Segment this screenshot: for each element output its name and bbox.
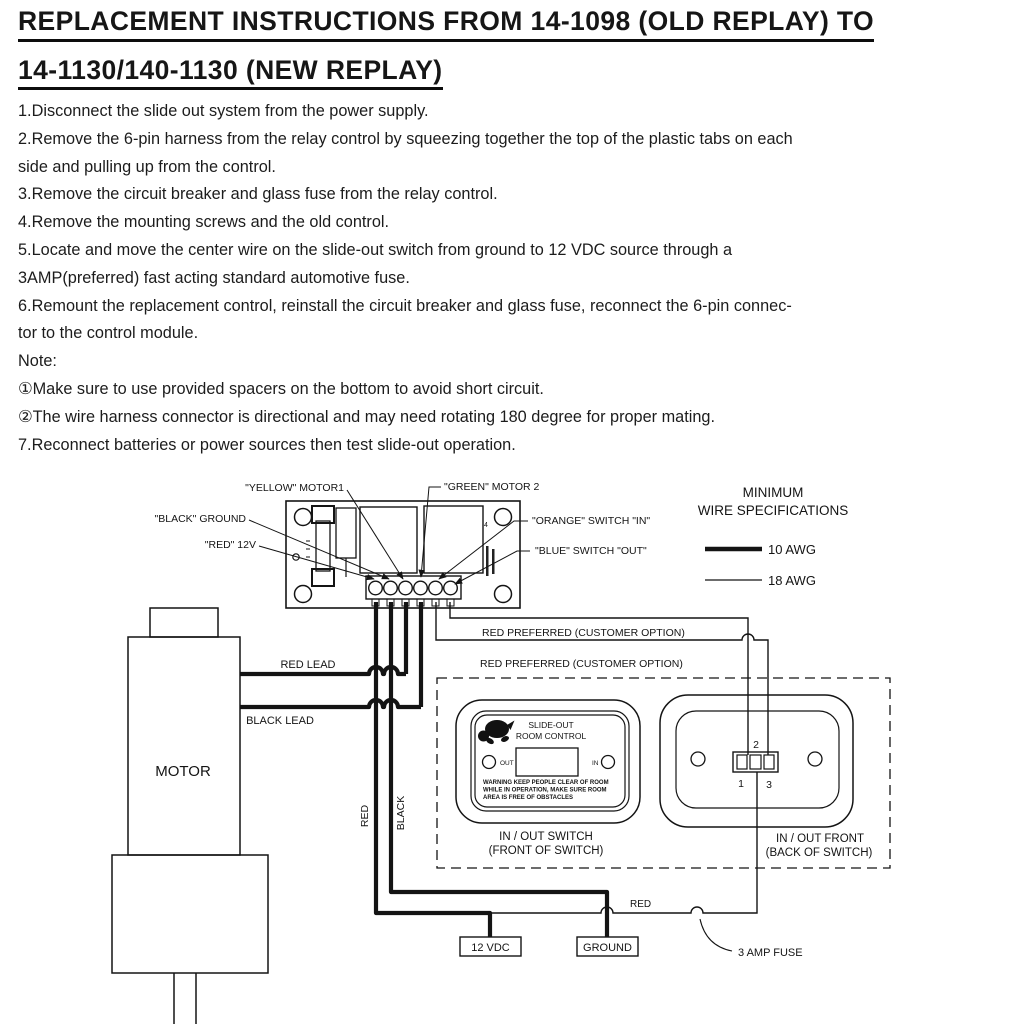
back-switch-plate: 2 1 3 IN / OUT FRONT (BACK OF SWITCH) — [659, 694, 873, 859]
screw-hole — [481, 754, 497, 770]
document-title: REPLACEMENT INSTRUCTIONS FROM 14-1098 (O… — [18, 8, 1008, 90]
black-wire — [388, 602, 610, 937]
instruction-list: 1.Disconnect the slide out system from t… — [18, 98, 1008, 459]
switch-terminal-block — [732, 751, 779, 773]
circuit-breaker — [335, 507, 357, 559]
warning-line: WARNING KEEP PEOPLE CLEAR OF ROOM — [483, 780, 609, 786]
warning-line: AREA IS FREE OF OBSTACLES — [483, 795, 573, 801]
front-switch-caption-1: IN / OUT SWITCH — [499, 831, 593, 843]
screw-hole — [690, 751, 706, 767]
relay-1 — [359, 506, 418, 574]
fuse-label: 3 AMP FUSE — [738, 947, 803, 959]
front-switch-caption-2: (FRONT OF SWITCH) — [489, 845, 604, 857]
label-10awg: 10 AWG — [768, 542, 816, 557]
red-preferred-label-2: RED PREFERRED (CUSTOMER OPTION) — [480, 658, 683, 670]
instruction-step: 3AMP(preferred) fast acting standard aut… — [18, 268, 410, 287]
instruction-step: 5.Locate and move the center wire on the… — [18, 240, 733, 259]
terminal-strip — [365, 575, 462, 607]
power-wires-10awg — [240, 602, 610, 937]
label-red-12v: "RED" 12V — [205, 539, 256, 551]
room-control-label: ROOM CONTROL — [516, 731, 587, 741]
red-wire — [373, 602, 493, 937]
label-18awg: 18 AWG — [768, 573, 816, 588]
mounting-hole — [493, 584, 513, 604]
switch-in-wire — [435, 602, 769, 755]
terminal-3-label: 3 — [766, 779, 772, 791]
board-mark: 4 — [484, 522, 488, 529]
red-wire-tag: RED — [630, 899, 651, 910]
relay-terminal-labels: "YELLOW" MOTOR1 "GREEN" MOTOR 2 "BLACK" … — [155, 481, 650, 585]
wire-spec-title-1: MINIMUM — [743, 485, 804, 500]
terminal-2-label: 2 — [753, 739, 759, 751]
relay-2 — [423, 505, 484, 574]
instruction-step: 2.Remove the 6-pin harness from the rela… — [18, 129, 793, 148]
ground-label: GROUND — [583, 942, 632, 954]
part-number-print — [486, 546, 489, 576]
wire-spec-title-2: WIRE SPECIFICATIONS — [698, 503, 849, 518]
label-yellow-motor1: "YELLOW" MOTOR1 — [245, 482, 344, 494]
label-blue-switch-out: "BLUE" SWITCH "OUT" — [535, 545, 647, 557]
switch-wires-18awg — [435, 602, 769, 914]
note-heading: Note: — [18, 352, 57, 371]
back-switch-caption-1: IN / OUT FRONT — [776, 833, 864, 845]
label-black-ground: "BLACK" GROUND — [155, 513, 247, 525]
title-line-2: 14-1130/140-1130 (NEW REPLAY) — [18, 56, 443, 90]
title-line-1: REPLACEMENT INSTRUCTIONS FROM 14-1098 (O… — [18, 8, 875, 42]
mounting-hole — [293, 507, 313, 527]
rocker-switch — [515, 747, 579, 777]
label-orange-switch-in: "ORANGE" SWITCH "IN" — [532, 515, 650, 527]
instruction-step: tor to the control module. — [18, 324, 199, 343]
label-green-motor2: "GREEN" MOTOR 2 — [444, 481, 540, 493]
power-sources: 12 VDC GROUND RED 3 AMP FUSE — [459, 899, 803, 959]
mounting-hole — [493, 507, 513, 527]
red-lead-label: RED LEAD — [280, 659, 335, 671]
glass-fuse — [306, 505, 335, 587]
motor-black-lead-wire — [240, 697, 421, 710]
fused-red-wire — [490, 772, 758, 914]
terminal-1-label: 1 — [738, 778, 744, 790]
mounting-hole — [293, 584, 313, 604]
instruction-step: 1.Disconnect the slide out system from t… — [18, 102, 429, 120]
instruction-step: side and pulling up from the control. — [18, 157, 276, 176]
black-lead-label: BLACK LEAD — [246, 715, 314, 727]
front-switch-plate: SLIDE-OUT ROOM CONTROL OUT IN WARNING KE… — [455, 699, 641, 857]
instruction-step: 4.Remove the mounting screws and the old… — [18, 213, 390, 232]
switch-panel-dashed-box — [436, 677, 891, 869]
instruction-step: 6.Remount the replacement control, reins… — [18, 296, 792, 315]
back-switch-caption-2: (BACK OF SWITCH) — [766, 847, 873, 859]
instruction-step: 3.Remove the circuit breaker and glass f… — [18, 185, 498, 204]
motor-red-lead-wire — [240, 664, 406, 677]
turtle-icon — [478, 720, 515, 745]
motor-assembly: MOTOR — [111, 607, 269, 1024]
12vdc-label: 12 VDC — [471, 942, 510, 954]
fuse-leader-line — [699, 918, 733, 952]
note-item: ②The wire harness connector is direction… — [18, 407, 715, 426]
switch-out-wire — [449, 602, 749, 755]
screw-hole — [807, 751, 823, 767]
note-item: ①Make sure to use provided spacers on th… — [18, 379, 544, 398]
relay-control-board: 4 — [285, 500, 521, 609]
part-number-print — [492, 549, 495, 574]
screw-hole — [600, 754, 616, 770]
wire-spec-legend: MINIMUM WIRE SPECIFICATIONS 10 AWG 18 AW… — [698, 485, 849, 588]
out-label: OUT — [500, 760, 514, 767]
motor-label: MOTOR — [155, 763, 211, 780]
red-wire-label: RED — [359, 804, 371, 827]
in-label: IN — [592, 760, 599, 767]
slide-out-label: SLIDE-OUT — [528, 720, 573, 730]
instruction-step: 7.Reconnect batteries or power sources t… — [18, 435, 516, 454]
red-preferred-label-1: RED PREFERRED (CUSTOMER OPTION) — [482, 627, 685, 639]
black-wire-label: BLACK — [395, 796, 407, 830]
warning-line: WHILE IN OPERATION, MAKE SURE ROOM — [483, 788, 607, 794]
